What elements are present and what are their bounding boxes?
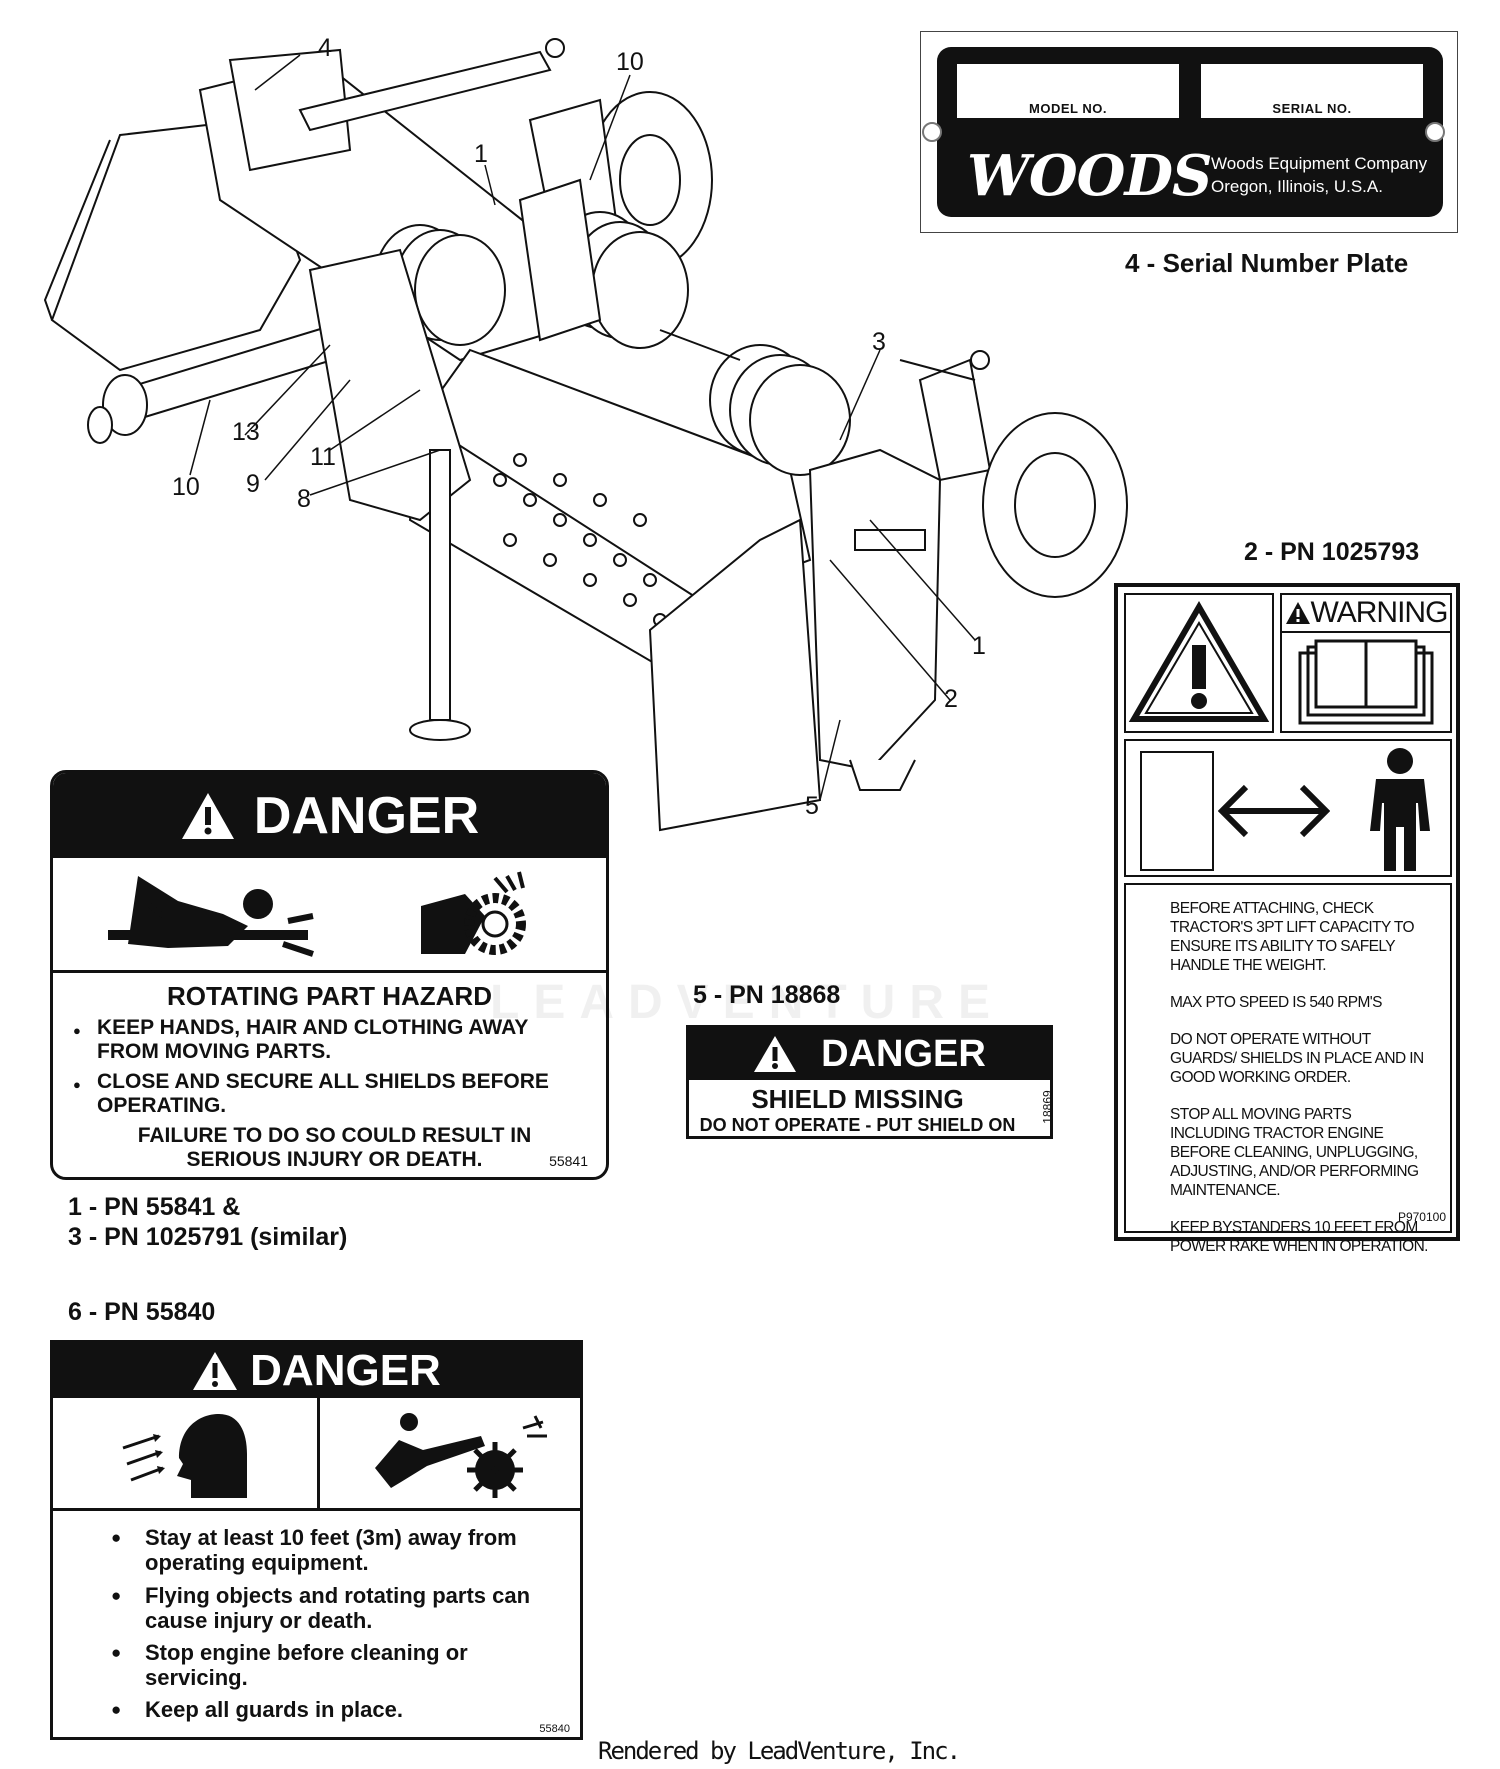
bullet-dot: ● — [111, 1586, 122, 1605]
label-6-header: DANGER — [53, 1343, 580, 1398]
warning-manual-panel: WARNING — [1280, 593, 1452, 733]
label-1-bullet-1: KEEP HANDS, HAIR AND CLOTHING AWAY FROM … — [73, 1016, 576, 1064]
label-1-bullets: KEEP HANDS, HAIR AND CLOTHING AWAY FROM … — [53, 1012, 606, 1118]
pictogram-divider — [317, 1398, 320, 1508]
serial-number-box: SERIAL NO. — [1201, 64, 1423, 118]
callout-9: 9 — [246, 470, 260, 498]
serial-plate-frame — [920, 31, 1458, 233]
label-1-pictograms — [53, 858, 606, 973]
render-credit: Rendered by LeadVenture, Inc. — [598, 1737, 961, 1765]
warning-instruction-5: KEEP BYSTANDERS 10 FEET FROM POWER RAKE … — [1170, 1219, 1429, 1255]
danger-triangle-icon — [181, 792, 234, 839]
machine-rectangle — [1140, 751, 1214, 871]
bystander-distance-panel — [1124, 739, 1452, 877]
label-6-item-4: Keep all guards in place. — [145, 1697, 403, 1722]
callout-2: 2 — [944, 685, 958, 713]
bullet-dot: ● — [111, 1700, 122, 1719]
label-1-caption-line-2: 3 - PN 1025791 (similar) — [68, 1223, 348, 1251]
alert-triangle-icon — [1128, 601, 1270, 722]
callout-10-left: 10 — [172, 473, 200, 501]
label-6-caption: 6 - PN 55840 — [68, 1298, 216, 1326]
callout-8: 8 — [297, 485, 311, 513]
label-5-part-number: 18869 — [1040, 1090, 1055, 1124]
label-6-item-1: Stay at least 10 feet (3m) away from ope… — [145, 1525, 517, 1575]
serial-plate-caption: 4 - Serial Number Plate — [1125, 248, 1409, 278]
label-1-title: ROTATING PART HAZARD — [167, 981, 492, 1011]
woods-logo: WOODS — [967, 143, 1212, 209]
callout-3: 3 — [872, 328, 886, 356]
model-number-box: MODEL NO. — [957, 64, 1179, 118]
double-arrow-icon — [1218, 784, 1330, 838]
warning-instruction-1: BEFORE ATTACHING, CHECK TRACTOR'S 3PT LI… — [1170, 900, 1415, 974]
label-5-header-text: DANGER — [821, 1032, 986, 1075]
warning-small-triangle-icon — [1285, 602, 1310, 624]
label-5-line-2: DO NOT OPERATE - PUT SHIELD ON — [699, 1115, 1016, 1135]
watermark: LEADVENTURE — [490, 976, 1005, 1029]
label-6-pictograms — [53, 1398, 580, 1511]
warning-header: WARNING — [1282, 595, 1450, 633]
entanglement-person-icon — [108, 876, 314, 957]
model-number-label: MODEL NO. — [1029, 101, 1107, 116]
hand-near-rotor-icon — [375, 1413, 547, 1498]
label-5-header: DANGER — [689, 1028, 1050, 1080]
plate-hole-right — [1425, 122, 1445, 142]
label-1-footer: FAILURE TO DO SO COULD RESULT IN SERIOUS… — [137, 1124, 532, 1171]
serial-number-label: SERIAL NO. — [1272, 101, 1352, 116]
person-icon — [1370, 748, 1430, 871]
label-2-caption: 2 - PN 1025793 — [1244, 538, 1420, 566]
label-6-item-3: Stop engine before cleaning or servicing… — [145, 1640, 468, 1690]
bullet-dot: ● — [111, 1528, 122, 1547]
warning-instruction-4: STOP ALL MOVING PARTS INCLUDING TRACTOR … — [1170, 1106, 1419, 1199]
label-1-header-text: DANGER — [253, 786, 480, 845]
callout-4: 4 — [318, 34, 332, 62]
danger-triangle-icon — [754, 1036, 797, 1072]
warning-instruction-2: MAX PTO SPEED IS 540 RPM'S — [1170, 994, 1383, 1011]
warning-instruction-3: DO NOT OPERATE WITHOUT GUARDS/ SHIELDS I… — [1170, 1031, 1424, 1086]
warning-triangle-panel — [1124, 593, 1274, 733]
label-1-caption-line-1: 1 - PN 55841 & — [68, 1193, 241, 1221]
warning-text-panel: BEFORE ATTACHING, CHECK TRACTOR'S 3PT LI… — [1124, 883, 1452, 1255]
label-1-part-number: 55841 — [549, 1153, 588, 1169]
danger-label-shield-missing: DANGER SHIELD MISSING DO NOT OPERATE - P… — [686, 1025, 1055, 1139]
warning-part-number: P970100 — [1397, 1210, 1446, 1224]
danger-label-rotating-part: DANGER ROTATING PART HAZARD KEEP HANDS, … — [50, 770, 609, 1180]
callout-10-top: 10 — [616, 48, 644, 76]
bullet-dot: ● — [111, 1643, 122, 1662]
serial-number-plate: MODEL NO. SERIAL NO. WOODS Woods Equipme… — [937, 47, 1443, 217]
label-1-caption: 1 - PN 55841 & 3 - PN 1025791 (similar) — [68, 1192, 347, 1252]
plate-hole-left — [922, 122, 942, 142]
gear-hand-icon — [421, 871, 526, 955]
warning-header-text: WARNING — [1310, 596, 1449, 629]
label-6-header-text: DANGER — [250, 1345, 441, 1395]
label-6-item-2: Flying objects and rotating parts can ca… — [145, 1583, 531, 1633]
company-name: Woods Equipment Company — [1211, 154, 1428, 173]
power-rake-illustration — [0, 0, 1130, 880]
warning-label-1025793: WARNING BEFORE ATTACHING, CHECK TRACTOR'… — [1114, 583, 1460, 1255]
danger-label-55840: DANGER ● Stay at least 10 feet (3m) away… — [50, 1340, 583, 1740]
company-address: Woods Equipment Company Oregon, Illinois… — [1211, 152, 1427, 198]
callout-11: 11 — [310, 443, 336, 471]
callout-5: 5 — [805, 792, 819, 820]
danger-triangle-icon — [193, 1351, 238, 1390]
company-location: Oregon, Illinois, U.S.A. — [1211, 177, 1383, 196]
callout-1-right: 1 — [972, 632, 986, 660]
callout-1-top: 1 — [474, 140, 488, 168]
label-5-caption: 5 - PN 18868 — [693, 981, 841, 1009]
label-1-header: DANGER — [53, 773, 606, 858]
callout-13: 13 — [232, 418, 260, 446]
label-5-line-1: SHIELD MISSING — [751, 1084, 964, 1114]
operator-manual-icon — [1298, 639, 1434, 725]
label-1-bullet-2: CLOSE AND SECURE ALL SHIELDS BEFORE OPER… — [73, 1070, 576, 1118]
label-6-part-number: 55840 — [539, 1723, 570, 1735]
flying-objects-head-icon — [122, 1414, 247, 1498]
